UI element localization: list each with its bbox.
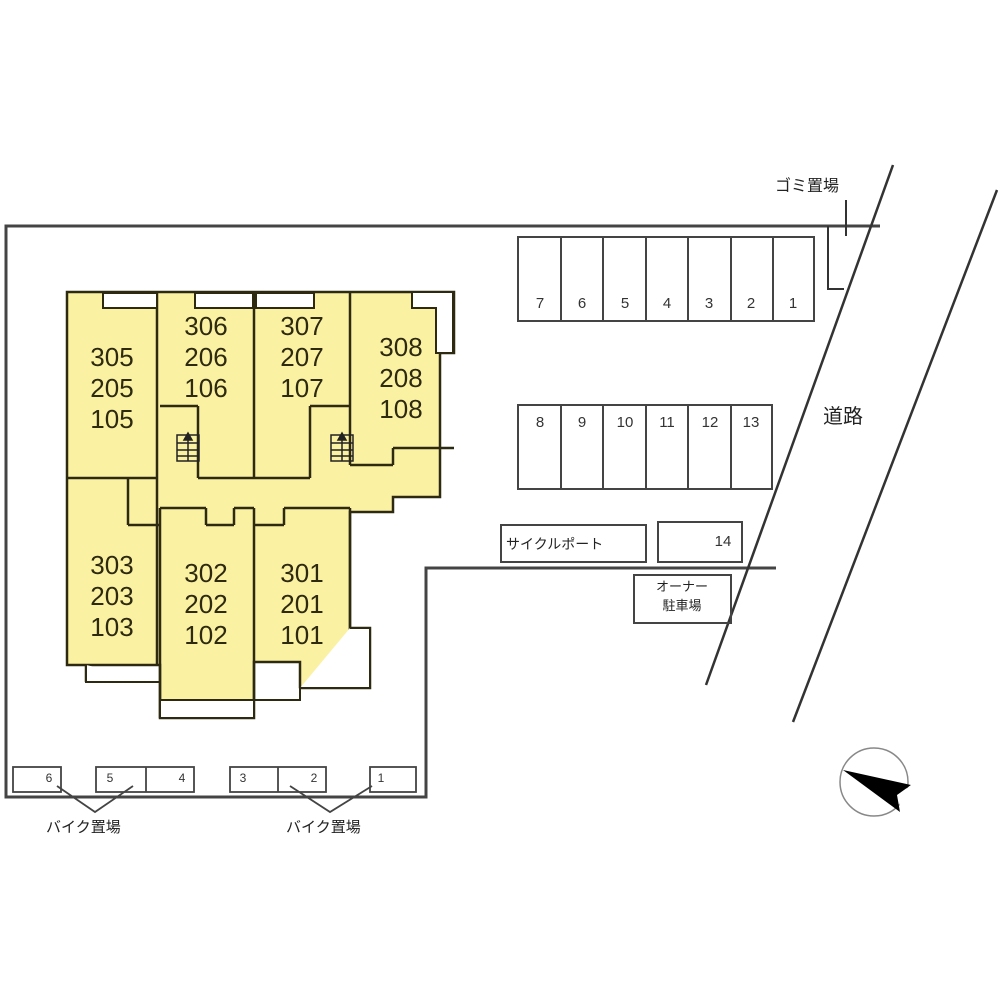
parking-space-3: 3	[704, 295, 714, 312]
parking-space-8: 8	[535, 414, 545, 431]
bike-parking	[12, 766, 417, 814]
parking-space-14: 14	[714, 533, 732, 550]
bike-slot-1: 1	[377, 771, 385, 785]
bike-parking-label: バイク置場	[286, 818, 361, 836]
bike-parking-label: バイク置場	[46, 818, 121, 836]
unit-number: 101	[280, 620, 324, 650]
unit-stack-306: 306 206 106	[176, 311, 236, 404]
unit-stack-302: 302 202 102	[176, 558, 236, 651]
unit-number: 303	[90, 550, 134, 580]
parking-space-2: 2	[746, 295, 756, 312]
cycle-port-label: サイクルポート	[506, 537, 604, 553]
north-arrow-icon	[839, 747, 911, 817]
garbage-area	[827, 226, 844, 290]
unit-stack-308: 308 208 108	[371, 332, 431, 425]
owner-parking-label: オーナー 駐車場	[642, 578, 722, 616]
parking-space-9: 9	[577, 414, 587, 431]
unit-stack-301: 301 201 101	[272, 558, 332, 651]
parking-space-1: 1	[788, 295, 798, 312]
unit-number: 201	[280, 589, 324, 619]
unit-number: 301	[280, 558, 324, 588]
unit-number: 305	[90, 342, 134, 372]
unit-number: 107	[280, 373, 324, 403]
unit-number: 203	[90, 581, 134, 611]
parking-row-top	[517, 236, 815, 322]
unit-number: 106	[184, 373, 228, 403]
unit-stack-305: 305 205 105	[82, 342, 142, 435]
parking-space-7: 7	[535, 295, 545, 312]
bike-slot-3: 3	[239, 771, 247, 785]
unit-number: 306	[184, 311, 228, 341]
staircase-icon	[176, 431, 200, 462]
parking-space-4: 4	[662, 295, 672, 312]
parking-space-10: 10	[616, 414, 634, 431]
road-label: 道路	[823, 404, 863, 428]
bike-slot-5: 5	[106, 771, 114, 785]
road-edge-right	[791, 189, 999, 723]
bike-slot-2: 2	[310, 771, 318, 785]
unit-number: 206	[184, 342, 228, 372]
unit-number: 105	[90, 404, 134, 434]
parking-row-middle	[517, 404, 773, 490]
bike-slot-4: 4	[178, 771, 186, 785]
unit-number: 102	[184, 620, 228, 650]
unit-stack-307: 307 207 107	[272, 311, 332, 404]
unit-number: 108	[379, 394, 423, 424]
parking-space-13: 13	[742, 414, 760, 431]
unit-number: 205	[90, 373, 134, 403]
unit-number: 207	[280, 342, 324, 372]
unit-number: 208	[379, 363, 423, 393]
parking-space-6: 6	[577, 295, 587, 312]
parking-space-11: 11	[659, 414, 675, 431]
owner-parking-line: 駐車場	[662, 599, 702, 614]
road-edge-left	[704, 164, 895, 686]
owner-parking-line: オーナー	[655, 580, 708, 595]
unit-number: 307	[280, 311, 324, 341]
unit-number: 202	[184, 589, 228, 619]
unit-number: 308	[379, 332, 423, 362]
staircase-icon	[330, 431, 354, 462]
garbage-area-label: ゴミ置場	[775, 176, 840, 195]
unit-number: 302	[184, 558, 228, 588]
parking-space-12: 12	[701, 414, 719, 431]
parking-space-5: 5	[620, 295, 630, 312]
unit-stack-303: 303 203 103	[82, 550, 142, 643]
bike-slot-6: 6	[45, 771, 53, 785]
unit-number: 103	[90, 612, 134, 642]
